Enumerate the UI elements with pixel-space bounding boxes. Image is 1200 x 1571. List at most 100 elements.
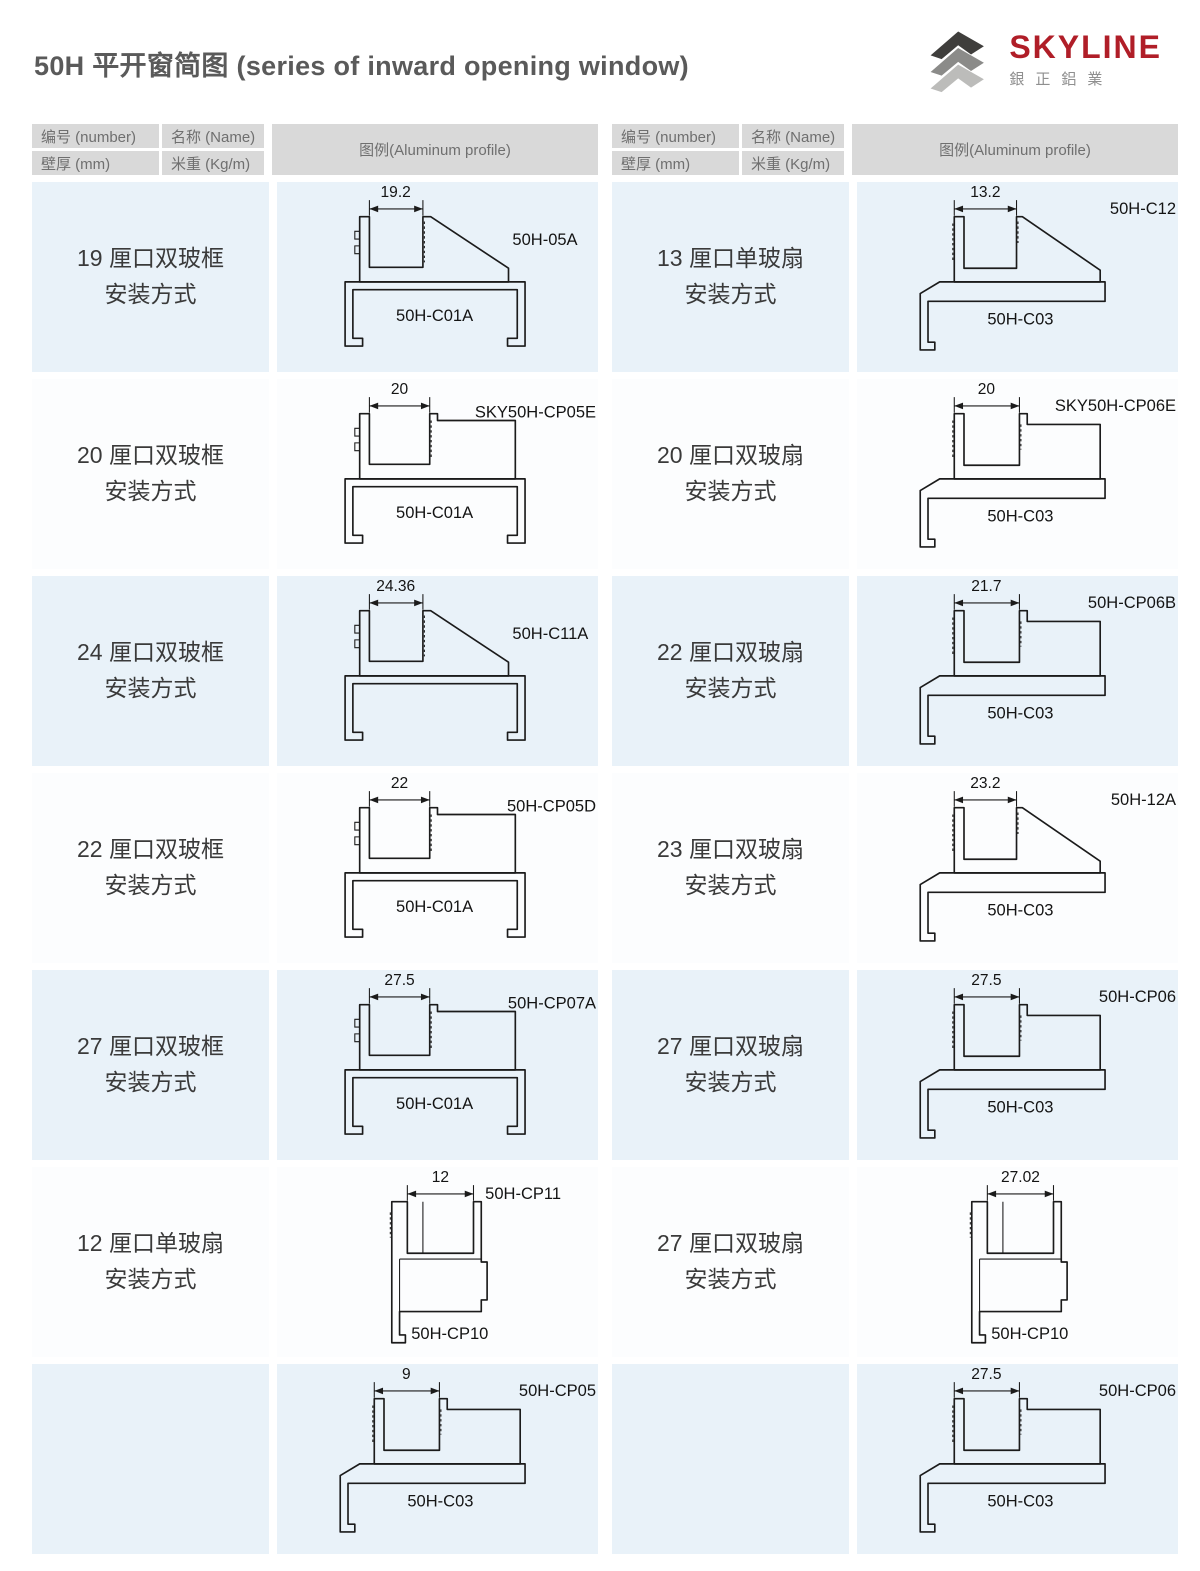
table-row: 9 50H-CP05 50H-C03 [32, 1364, 598, 1554]
table-row: 27.5 50H-CP06 50H-C03 [612, 1364, 1178, 1554]
profile-diagram: 13.2 50H-C12 50H-C03 [857, 182, 1178, 372]
profile-table-left: 编号 (number) 名称 (Name) 壁厚 (mm) 米重 (Kg/m) … [32, 124, 598, 1554]
row-label-line2: 安装方式 [684, 675, 777, 701]
row-label: 24 厘口双玻框 安装方式 [32, 576, 269, 766]
header-legend: 图例(Aluminum profile) [852, 124, 1178, 175]
row-label [612, 1364, 849, 1554]
profile-drawing: 23.2 50H-12A 50H-C03 [919, 775, 1176, 942]
part-label-top: 50H-CP06B [1088, 593, 1176, 612]
header-name: 名称 (Name) [742, 124, 844, 148]
profile-diagram: 20 SKY50H-CP05E 50H-C01A [277, 379, 598, 569]
dimension-label: 23.2 [970, 775, 1000, 792]
part-label-bottom: 50H-C03 [407, 1492, 473, 1511]
header-thickness: 壁厚 (mm) [612, 151, 739, 175]
page-header: 50H 平开窗简图 (series of inward opening wind… [32, 18, 1172, 110]
row-label-line2: 安装方式 [104, 478, 197, 504]
profile-diagram: 24.36 50H-C11A [277, 576, 598, 766]
row-label-line1: 20 厘口双玻扇 [657, 442, 804, 469]
part-label-top: 50H-CP05 [519, 1381, 596, 1400]
row-label-line1: 13 厘口单玻扇 [657, 245, 804, 272]
profile-drawing: 12 50H-CP11 50H-CP10 [389, 1169, 561, 1344]
profile-drawing: 22 50H-CP05D 50H-C01A [344, 775, 596, 938]
row-label: 12 厘口单玻扇 安装方式 [32, 1167, 269, 1357]
row-label: 20 厘口双玻扇 安装方式 [612, 379, 849, 569]
part-label-top: 50H-C11A [512, 624, 588, 643]
part-label-top: 50H-12A [1111, 790, 1176, 809]
dimension-label: 20 [978, 381, 996, 398]
profile-drawing: 27.5 50H-CP07A 50H-C01A [344, 972, 596, 1135]
table-row: 27 厘口双玻框 安装方式 27.5 50H-CP07A 50H-C01A [32, 970, 598, 1160]
row-label-line2: 安装方式 [684, 1069, 777, 1095]
dimension-label: 21.7 [971, 578, 1001, 595]
row-label-line2: 安装方式 [104, 1266, 197, 1292]
part-label-bottom: 50H-CP10 [991, 1324, 1068, 1343]
profile-drawing: 21.7 50H-CP06B 50H-C03 [919, 578, 1176, 745]
row-label [32, 1364, 269, 1554]
part-label-bottom: 50H-C01A [396, 1094, 473, 1113]
dimension-label: 20 [391, 381, 409, 398]
profile-diagram: 23.2 50H-12A 50H-C03 [857, 773, 1178, 963]
part-label-top: 50H-C12 [1110, 199, 1176, 218]
page-title: 50H 平开窗简图 (series of inward opening wind… [34, 51, 689, 81]
profile-diagram: 19.2 50H-05A 50H-C01A [277, 182, 598, 372]
row-label: 13 厘口单玻扇 安装方式 [612, 182, 849, 372]
part-label-bottom: 50H-C01A [396, 897, 473, 916]
header-weight: 米重 (Kg/m) [162, 151, 264, 175]
profile-drawing: 27.02 50H-CP10 [969, 1169, 1068, 1344]
row-label-line1: 12 厘口单玻扇 [77, 1230, 224, 1257]
profile-drawing: 27.5 50H-CP06 50H-C03 [919, 1366, 1176, 1533]
table-row: 20 厘口双玻框 安装方式 20 SKY50H-CP05E 50H-C01A [32, 379, 598, 569]
profile-diagram: 12 50H-CP11 50H-CP10 [277, 1167, 598, 1357]
dimension-label: 27.5 [971, 972, 1001, 989]
profile-tables: 编号 (number) 名称 (Name) 壁厚 (mm) 米重 (Kg/m) … [32, 124, 1178, 1554]
part-label-bottom: 50H-C03 [987, 507, 1053, 526]
profile-diagram: 27.5 50H-CP06 50H-C03 [857, 1364, 1178, 1554]
brand-name: SKYLINE [1009, 29, 1162, 65]
row-label-line2: 安装方式 [684, 872, 777, 898]
profile-drawing: 9 50H-CP05 50H-C03 [339, 1366, 596, 1533]
part-label-bottom: 50H-C01A [396, 306, 473, 325]
table-row: 24 厘口双玻框 安装方式 24.36 50H-C11A [32, 576, 598, 766]
row-label-line2: 安装方式 [104, 281, 197, 307]
dimension-label: 27.5 [384, 972, 414, 989]
dimension-label: 22 [391, 775, 408, 792]
row-label-line1: 27 厘口双玻框 [77, 1033, 224, 1060]
row-label-line2: 安装方式 [684, 281, 777, 307]
row-label-line1: 23 厘口双玻扇 [657, 836, 804, 863]
row-label-line1: 24 厘口双玻框 [77, 639, 224, 666]
table-row: 20 厘口双玻扇 安装方式 20 SKY50H-CP06E 50H-C03 [612, 379, 1178, 569]
dimension-label: 27.02 [1001, 1169, 1040, 1186]
profile-drawing: 19.2 50H-05A 50H-C01A [344, 184, 578, 347]
table-header-left: 编号 (number) 名称 (Name) 壁厚 (mm) 米重 (Kg/m) [32, 124, 264, 175]
row-label: 27 厘口双玻扇 安装方式 [612, 970, 849, 1160]
row-label: 27 厘口双玻扇 安装方式 [612, 1167, 849, 1357]
part-label-top: 50H-CP05D [507, 797, 596, 816]
part-label-bottom: 50H-C03 [987, 1098, 1053, 1117]
profile-drawing: 20 SKY50H-CP06E 50H-C03 [919, 381, 1176, 548]
part-label-bottom: 50H-C03 [987, 1492, 1053, 1511]
profile-drawing: 24.36 50H-C11A [344, 578, 588, 741]
row-label-line1: 27 厘口双玻扇 [657, 1033, 804, 1060]
row-label: 19 厘口双玻框 安装方式 [32, 182, 269, 372]
header-legend: 图例(Aluminum profile) [272, 124, 598, 175]
table-row: 27 厘口双玻扇 安装方式 27.02 50H-CP10 [612, 1167, 1178, 1357]
row-label: 27 厘口双玻框 安装方式 [32, 970, 269, 1160]
table-row: 13 厘口单玻扇 安装方式 13.2 50H-C12 50H-C03 [612, 182, 1178, 372]
table-row: 22 厘口双玻框 安装方式 22 50H-CP05D 50H-C01A [32, 773, 598, 963]
profile-drawing: 27.5 50H-CP06 50H-C03 [919, 972, 1176, 1139]
table-row: 12 厘口单玻扇 安装方式 12 50H-CP11 50H-CP10 [32, 1167, 598, 1357]
row-label-line1: 27 厘口双玻扇 [657, 1230, 804, 1257]
header-weight: 米重 (Kg/m) [742, 151, 844, 175]
profile-diagram: 27.5 50H-CP06 50H-C03 [857, 970, 1178, 1160]
row-label-line2: 安装方式 [104, 675, 197, 701]
profile-diagram: 20 SKY50H-CP06E 50H-C03 [857, 379, 1178, 569]
part-label-top: 50H-05A [512, 230, 577, 249]
header-thickness: 壁厚 (mm) [32, 151, 159, 175]
row-label-line2: 安装方式 [104, 1069, 197, 1095]
part-label-bottom: 50H-C03 [987, 310, 1053, 329]
row-label-line2: 安装方式 [684, 1266, 777, 1292]
dimension-label: 12 [432, 1169, 449, 1186]
table-header-left: 编号 (number) 名称 (Name) 壁厚 (mm) 米重 (Kg/m) [612, 124, 844, 175]
row-label-line1: 20 厘口双玻框 [77, 442, 224, 469]
